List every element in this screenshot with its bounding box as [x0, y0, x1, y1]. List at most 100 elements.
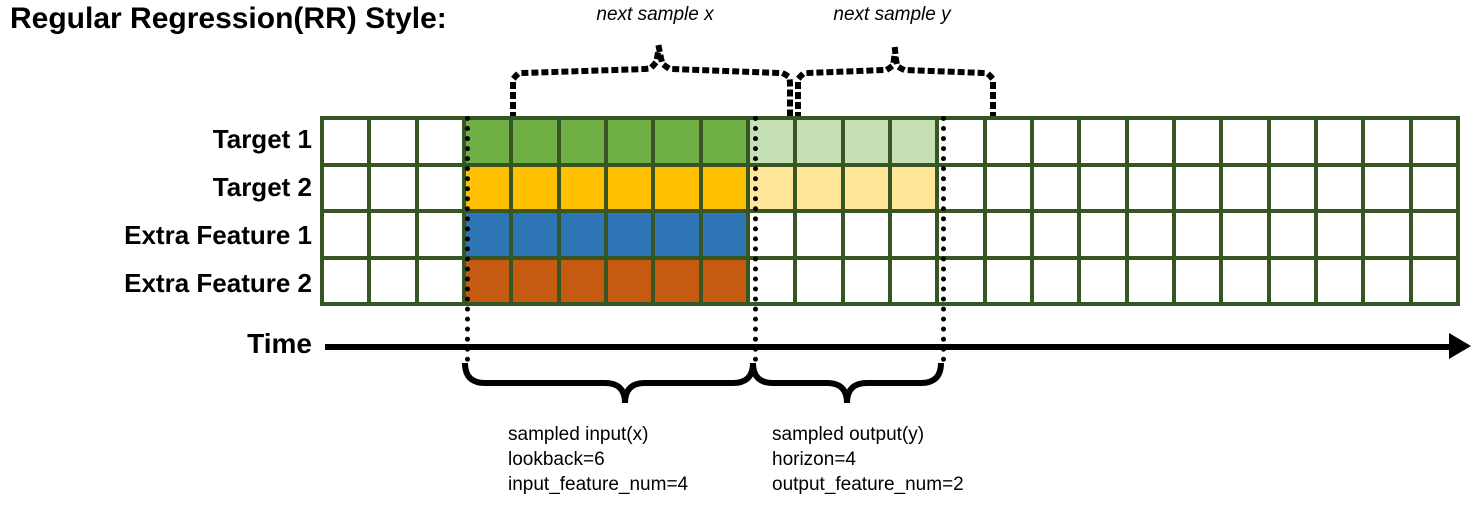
grid-cell-r3-c16 — [1033, 213, 1078, 256]
grid-cell-r2-c5 — [513, 166, 557, 209]
dashed-guide-output-end — [941, 116, 946, 362]
grid-cell-r2-c16 — [1033, 166, 1078, 209]
row-label-extra-feature-1: Extra Feature 1 — [124, 220, 312, 250]
grid-cell-r4-c13 — [891, 259, 936, 302]
grid-cell-r3-c11 — [797, 213, 841, 256]
grid-cell-r3-c5 — [513, 213, 557, 256]
grid-cell-r4-c19 — [1175, 259, 1220, 302]
grid-cell-r3-c24 — [1412, 213, 1456, 256]
grid-cell-r1-c20 — [1223, 120, 1267, 163]
grid-cell-r3-c17 — [1081, 213, 1125, 256]
grid-cell-r2-c20 — [1223, 166, 1267, 209]
grid-cell-r1-c4 — [465, 120, 510, 163]
grid-cell-r4-c24 — [1412, 259, 1456, 302]
grid-cell-r1-c17 — [1081, 120, 1125, 163]
grid-cell-r3-c2 — [371, 213, 415, 256]
grid-cell-r3-c14 — [939, 213, 983, 256]
grid-cell-r2-c13 — [891, 166, 936, 209]
grid-cell-r3-c21 — [1270, 213, 1314, 256]
grid-cell-r1-c22 — [1317, 120, 1362, 163]
grid-cell-r2-c1 — [324, 166, 368, 209]
dashed-guide-input-start — [465, 116, 470, 362]
grid-cell-r4-c9 — [702, 259, 746, 302]
grid-cell-r3-c22 — [1317, 213, 1362, 256]
grid-cell-r4-c15 — [986, 259, 1030, 302]
grid-cell-r4-c14 — [939, 259, 983, 302]
grid-cell-r4-c12 — [844, 259, 888, 302]
grid-cell-r4-c7 — [607, 259, 652, 302]
grid-cell-r1-c7 — [607, 120, 652, 163]
caption-sampled-output: sampled output(y) horizon=4 output_featu… — [772, 424, 964, 496]
grid-cell-r4-c23 — [1365, 259, 1409, 302]
grid-cell-r2-c21 — [1270, 166, 1314, 209]
grid-cell-r3-c6 — [560, 213, 604, 256]
grid-cell-r3-c9 — [702, 213, 746, 256]
grid-cell-r2-c12 — [844, 166, 888, 209]
grid-cell-r1-c24 — [1412, 120, 1456, 163]
grid-cell-r4-c4 — [465, 259, 510, 302]
grid-cell-r1-c21 — [1270, 120, 1314, 163]
grid-cell-r3-c23 — [1365, 213, 1409, 256]
row-label-target-1: Target 1 — [212, 124, 312, 154]
grid-cell-r3-c20 — [1223, 213, 1267, 256]
grid-cell-r2-c22 — [1317, 166, 1362, 209]
grid-cell-r2-c17 — [1081, 166, 1125, 209]
grid-cell-r4-c2 — [371, 259, 415, 302]
grid-cell-r3-c18 — [1128, 213, 1172, 256]
grid-cell-r1-c8 — [655, 120, 699, 163]
row-label-column: Target 1 Target 2 Extra Feature 1 Extra … — [0, 116, 312, 306]
grid-cell-r3-c19 — [1175, 213, 1220, 256]
grid-cell-r4-c22 — [1317, 259, 1362, 302]
grid-cell-r4-c3 — [418, 259, 462, 302]
grid-cell-r2-c6 — [560, 166, 604, 209]
grid-cell-r4-c6 — [560, 259, 604, 302]
grid-cell-r1-c11 — [797, 120, 841, 163]
time-axis-arrow-icon — [1449, 333, 1471, 359]
grid-cell-r3-c13 — [891, 213, 936, 256]
grid-cell-r2-c11 — [797, 166, 841, 209]
grid-cell-r1-c16 — [1033, 120, 1078, 163]
grid-cell-r1-c5 — [513, 120, 557, 163]
grid-cell-r1-c1 — [324, 120, 368, 163]
grid-cell-r1-c13 — [891, 120, 936, 163]
grid-cell-r1-c2 — [371, 120, 415, 163]
grid-cell-r1-c18 — [1128, 120, 1172, 163]
top-brace-label-next-sample-x: next sample x — [596, 4, 714, 25]
grid-cell-r1-c3 — [418, 120, 462, 163]
grid-cell-r4-c1 — [324, 259, 368, 302]
timeline-grid — [320, 116, 1460, 306]
grid-cell-r4-c21 — [1270, 259, 1314, 302]
grid-cell-r2-c4 — [465, 166, 510, 209]
grid-cell-r4-c16 — [1033, 259, 1078, 302]
top-brace-next-sample-y — [795, 46, 996, 119]
grid-cell-r2-c15 — [986, 166, 1030, 209]
caption-sampled-input: sampled input(x) lookback=6 input_featur… — [508, 424, 689, 496]
grid-cell-r4-c17 — [1081, 259, 1125, 302]
grid-cell-r2-c18 — [1128, 166, 1172, 209]
dashed-guide-input-end — [753, 116, 758, 362]
grid-cell-r1-c12 — [844, 120, 888, 163]
row-label-target-2: Target 2 — [212, 172, 312, 202]
grid-cell-r3-c7 — [607, 213, 652, 256]
grid-cell-r2-c2 — [371, 166, 415, 209]
grid-cell-r2-c24 — [1412, 166, 1456, 209]
top-brace-label-next-sample-y: next sample y — [833, 4, 951, 25]
grid-cell-r2-c23 — [1365, 166, 1409, 209]
grid-cell-r1-c14 — [939, 120, 983, 163]
grid-cell-r3-c3 — [418, 213, 462, 256]
grid-cell-r4-c5 — [513, 259, 557, 302]
grid-cell-r3-c15 — [986, 213, 1030, 256]
grid-cell-r1-c9 — [702, 120, 746, 163]
grid-cell-r1-c6 — [560, 120, 604, 163]
grid-cell-r3-c12 — [844, 213, 888, 256]
time-axis-line — [325, 344, 1465, 350]
row-label-extra-feature-2: Extra Feature 2 — [124, 268, 312, 298]
time-axis-label: Time — [247, 328, 312, 359]
grid-cell-r2-c19 — [1175, 166, 1220, 209]
grid-cell-r2-c7 — [607, 166, 652, 209]
grid-cell-r1-c15 — [986, 120, 1030, 163]
grid-cell-r2-c14 — [939, 166, 983, 209]
